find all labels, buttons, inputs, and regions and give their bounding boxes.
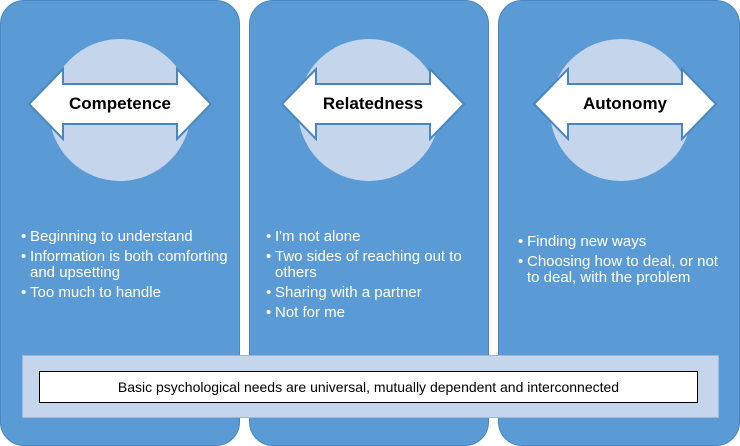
list-item: •Two sides of reaching out to others [266, 248, 462, 281]
double-arrow-competence: Competence [27, 67, 213, 141]
list-item: •Information is both comforting and upse… [21, 248, 228, 281]
double-arrow-icon [280, 67, 466, 141]
summary-bar: Basic psychological needs are universal,… [22, 355, 719, 418]
panel-title: Relatedness [322, 94, 424, 113]
bullet-list: •I'm not alone •Two sides of reaching ou… [266, 229, 481, 325]
panel-title: Autonomy [582, 94, 668, 113]
list-item: •Not for me [266, 304, 346, 321]
double-arrow-icon [27, 67, 213, 141]
list-item: •Too much to handle [21, 284, 161, 301]
summary-text: Basic psychological needs are universal,… [39, 371, 698, 403]
panel-title: Competence [68, 94, 172, 113]
list-item: •Finding new ways [518, 233, 647, 250]
list-item: •I'm not alone [266, 228, 361, 245]
list-item: •Sharing with a partner [266, 284, 422, 301]
double-arrow-relatedness: Relatedness [280, 67, 466, 141]
list-item: •Beginning to understand [21, 228, 193, 245]
double-arrow-autonomy: Autonomy [532, 67, 718, 141]
bullet-list: •Beginning to understand •Information is… [21, 229, 236, 305]
bullet-list: •Finding new ways •Choosing how to deal,… [518, 234, 733, 290]
list-item: •Choosing how to deal, or not to deal, w… [518, 253, 718, 286]
double-arrow-icon [532, 67, 718, 141]
